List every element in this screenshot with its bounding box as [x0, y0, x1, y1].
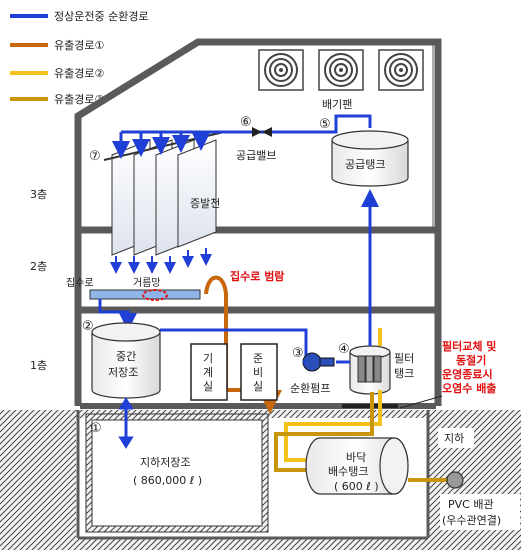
legend-item-outflow-1: 유출경로①	[10, 39, 104, 52]
legend-item-outflow-2: 유출경로②	[10, 67, 104, 80]
outflow-path-2	[284, 328, 382, 462]
strainer-label: 거름망	[133, 277, 161, 289]
floor-drain-tank: 바닥 배수탱크 ( 600 ℓ )	[305, 437, 409, 495]
pump-number: ③	[292, 346, 304, 361]
evaporation-cloths: 증발천	[103, 131, 225, 256]
supply-tank: 공급탱크	[331, 130, 409, 187]
pvc-label-box: PVC 배관 (우수관연결)	[440, 494, 520, 530]
evaporation-cloth-label: 증발천	[190, 196, 220, 210]
pvc-label-line-1: PVC 배관	[448, 498, 494, 511]
floor-drain-tank-label-2: 배수탱크	[328, 465, 368, 478]
legend-label-circulation: 정상운전중 순환경로	[54, 10, 149, 23]
middle-tank-label-2: 저장조	[108, 366, 138, 379]
filter-tank-label-2: 탱크	[394, 367, 414, 380]
discharge-note-line-2: 동절기	[456, 353, 486, 367]
underground-tank-capacity: ( 860,000 ℓ )	[133, 474, 202, 487]
underground-tank-label: 지하저장조	[140, 455, 191, 469]
floor-label-2f: 2층	[30, 260, 47, 273]
circulation-path-return	[276, 114, 379, 346]
filter-tank-label-1: 필터	[394, 352, 414, 365]
middle-tank: 중간 저장조	[91, 322, 161, 399]
prep-room-label-3: 실	[253, 380, 263, 393]
discharge-note-line-3: 운영종료시	[442, 368, 493, 381]
exhaust-fan-icon	[378, 49, 424, 91]
exhaust-fan-label: 배기팬	[322, 98, 352, 111]
valve-number: ⑥	[240, 115, 252, 130]
floor-label-3f: 3층	[30, 188, 47, 201]
outflow-path-3	[274, 392, 374, 472]
mechanical-room-label-1: 기	[203, 352, 213, 365]
exhaust-fan-icon	[318, 49, 364, 91]
prep-room-label-1: 준	[253, 352, 263, 365]
legend-item-circulation: 정상운전중 순환경로	[10, 10, 149, 23]
discharge-note-line-4: 오염수 배출	[442, 381, 496, 395]
middle-tank-label-1: 중간	[116, 350, 136, 363]
legend-label-outflow-3: 유출경로③	[54, 93, 104, 106]
legend-label-outflow-1: 유출경로①	[54, 39, 104, 52]
supply-valve-icon	[252, 127, 272, 137]
prep-room: 준 비 실	[240, 343, 278, 401]
underground-tank: 지하저장조 ( 860,000 ℓ )	[85, 413, 269, 533]
mechanical-room-label-3: 실	[203, 380, 213, 393]
evap-number: ⑦	[89, 149, 101, 164]
circulation-path-channel	[98, 299, 308, 358]
floor-label-1f: 1층	[30, 359, 47, 372]
collecting-channel-label: 집수로	[66, 277, 94, 289]
pvc-label-line-2: (우수관연결)	[442, 514, 501, 527]
mechanical-room: 기 계 실	[190, 343, 228, 401]
collecting-channel	[89, 289, 201, 301]
legend: 정상운전중 순환경로 유출경로① 유출경로② 유출경로③	[10, 10, 149, 106]
filter-tank-number: ④	[338, 342, 350, 357]
basement-label-box: 지하	[438, 428, 474, 448]
circulation-path-underground	[118, 397, 134, 449]
filter-tank	[349, 345, 391, 395]
supply-tank-label: 공급탱크	[345, 158, 385, 171]
supply-valve-label: 공급밸브	[236, 149, 276, 162]
drip-arrows	[110, 248, 212, 274]
floor-drain-tank-label-1: 바닥	[346, 451, 366, 464]
supply-tank-number: ⑤	[319, 117, 331, 132]
middle-tank-number: ②	[82, 319, 94, 334]
overflow-warning-label: 집수로 범람	[230, 269, 284, 283]
discharge-note: 필터교체 및 동절기 운영종료시 오염수 배출	[399, 339, 496, 409]
legend-label-outflow-2: 유출경로②	[54, 67, 104, 80]
legend-item-outflow-3: 유출경로③	[10, 93, 104, 106]
pvc-pipe-icon	[446, 471, 464, 489]
basement-label: 지하	[444, 431, 464, 445]
underground-tank-number: ①	[90, 421, 102, 436]
pump-label: 순환펌프	[290, 382, 330, 395]
floor-drain-tank-capacity: ( 600 ℓ )	[334, 480, 379, 493]
exhaust-fans: 배기팬	[258, 49, 424, 111]
circulation-pump-icon	[302, 352, 335, 372]
mechanical-room-label-2: 계	[203, 366, 213, 379]
discharge-note-line-1: 필터교체 및	[442, 339, 496, 353]
exhaust-fan-icon	[258, 49, 304, 91]
prep-room-label-2: 비	[253, 366, 263, 379]
